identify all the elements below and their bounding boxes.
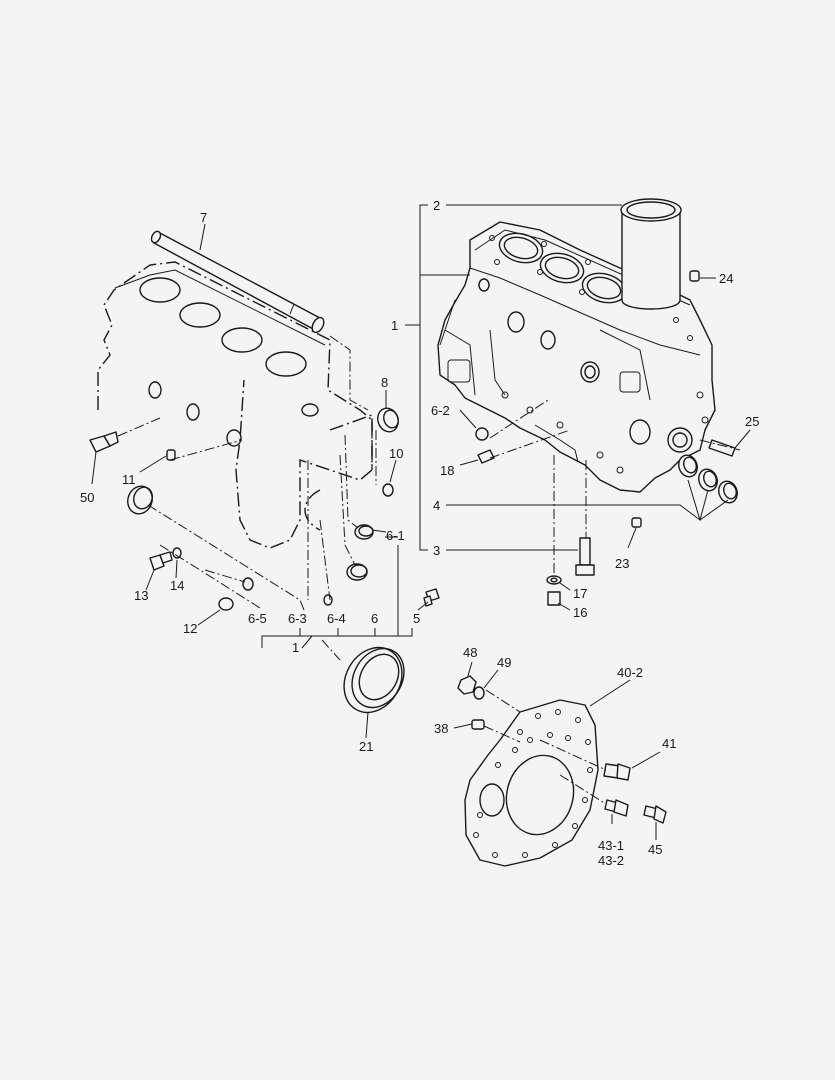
callout-10: 10 bbox=[389, 446, 403, 461]
callout-6-1: 6-1 bbox=[386, 528, 405, 543]
washer-17 bbox=[546, 575, 562, 585]
end-plate bbox=[464, 699, 599, 867]
bolt-3 bbox=[575, 537, 595, 576]
bolt-13 bbox=[149, 551, 173, 571]
callout-38: 38 bbox=[434, 721, 448, 736]
callout-50: 50 bbox=[80, 490, 94, 505]
callout-43-2: 43-2 bbox=[598, 853, 624, 868]
plug-10 bbox=[382, 483, 394, 497]
callout-8: 8 bbox=[381, 375, 388, 390]
plug-set-4 bbox=[678, 454, 738, 504]
plug-23 bbox=[631, 517, 642, 528]
cap-11 bbox=[127, 485, 153, 515]
callout-21: 21 bbox=[359, 739, 373, 754]
fitting-18 bbox=[477, 449, 495, 464]
plug-24 bbox=[689, 270, 700, 282]
callout-40-2: 40-2 bbox=[617, 665, 643, 680]
callout-14: 14 bbox=[170, 578, 184, 593]
plug-6-1 bbox=[354, 524, 374, 540]
callout-45: 45 bbox=[648, 842, 662, 857]
plug-16 bbox=[547, 591, 561, 606]
callout-43-1: 43-1 bbox=[598, 838, 624, 853]
callout-6-3: 6-3 bbox=[288, 611, 307, 626]
plug-12 bbox=[218, 597, 234, 611]
callout-18: 18 bbox=[440, 463, 454, 478]
callout-6: 6 bbox=[371, 611, 378, 626]
plug-8 bbox=[377, 407, 399, 433]
callout-23: 23 bbox=[615, 556, 629, 571]
bolt-41 bbox=[603, 763, 631, 781]
plug-6-4 bbox=[323, 594, 333, 606]
fitting-50 bbox=[89, 431, 119, 453]
callout-labels: 2 1 24 25 6-2 18 4 3 23 17 16 7 8 10 11 … bbox=[80, 198, 759, 868]
callout-6-4: 6-4 bbox=[327, 611, 346, 626]
callout-16: 16 bbox=[573, 605, 587, 620]
pin-38 bbox=[471, 719, 485, 730]
callout-1-bottom: 1 bbox=[292, 640, 299, 655]
callout-24: 24 bbox=[719, 271, 733, 286]
callout-25: 25 bbox=[745, 414, 759, 429]
callout-4: 4 bbox=[433, 498, 440, 513]
callout-1-right: 1 bbox=[391, 318, 398, 333]
callout-49: 49 bbox=[497, 655, 511, 670]
callout-7: 7 bbox=[200, 210, 207, 225]
oil-seal bbox=[343, 646, 405, 714]
callout-11: 11 bbox=[122, 472, 136, 487]
pin-25 bbox=[708, 439, 736, 457]
callout-17: 17 bbox=[573, 586, 587, 601]
bolt-43 bbox=[604, 799, 629, 817]
exploded-block-outline bbox=[97, 261, 373, 549]
callout-3: 3 bbox=[433, 543, 440, 558]
callout-48: 48 bbox=[463, 645, 477, 660]
tube bbox=[150, 230, 325, 334]
callout-13: 13 bbox=[134, 588, 148, 603]
bolt-45 bbox=[643, 805, 667, 824]
leader-lines bbox=[91, 204, 751, 840]
callout-6-2: 6-2 bbox=[431, 403, 450, 418]
callout-2: 2 bbox=[433, 198, 440, 213]
nut-48 bbox=[457, 675, 477, 695]
cylinder-liner bbox=[620, 198, 682, 310]
callout-12: 12 bbox=[183, 621, 197, 636]
plug-6-5 bbox=[242, 577, 254, 591]
callout-6-5: 6-5 bbox=[248, 611, 267, 626]
washer-49 bbox=[473, 686, 485, 700]
washer-14 bbox=[172, 547, 182, 559]
plug-6-2 bbox=[475, 427, 489, 441]
plug-6 bbox=[346, 563, 368, 581]
callout-5: 5 bbox=[413, 611, 420, 626]
callout-41: 41 bbox=[662, 736, 676, 751]
